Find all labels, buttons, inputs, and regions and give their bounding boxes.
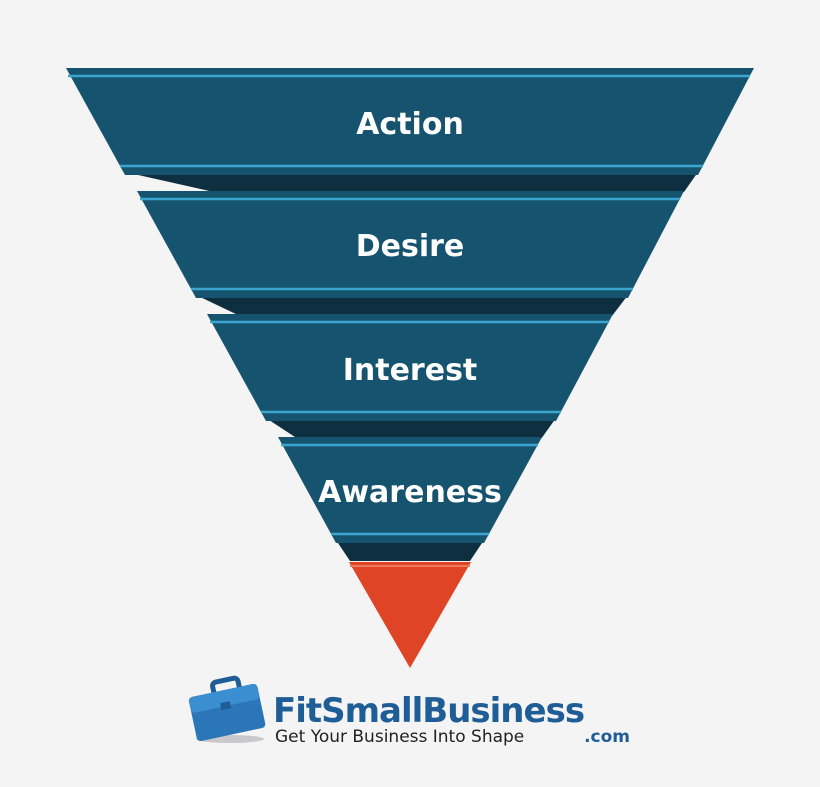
stage-label: Interest — [343, 353, 478, 388]
stage-label: Action — [356, 107, 464, 142]
fold-shadows — [125, 172, 698, 561]
briefcase-icon — [188, 675, 266, 743]
stage-band — [137, 191, 684, 298]
fold-1 — [125, 172, 698, 192]
stage-label: Desire — [356, 229, 465, 264]
fold-2 — [196, 295, 628, 316]
stage-band — [278, 437, 542, 543]
stage-band — [66, 68, 754, 175]
brand-tagline: Get Your Business Into Shape — [275, 727, 524, 747]
funnel-stage-awareness: Awareness — [278, 437, 542, 543]
funnel-stage-action: Action — [66, 68, 754, 175]
brand-tld: .com — [584, 727, 630, 747]
fold-4 — [336, 540, 484, 561]
brand-logo: FitSmallBusiness Get Your Business Into … — [188, 675, 630, 747]
stage-band — [207, 314, 613, 421]
brand-name: FitSmallBusiness — [273, 691, 584, 731]
funnel-tip — [349, 562, 471, 668]
stage-label: Awareness — [318, 475, 502, 510]
tip-triangle — [349, 562, 471, 668]
fold-3 — [266, 418, 556, 439]
funnel-stage-interest: Interest — [207, 314, 613, 421]
funnel-stage-desire: Desire — [137, 191, 684, 298]
